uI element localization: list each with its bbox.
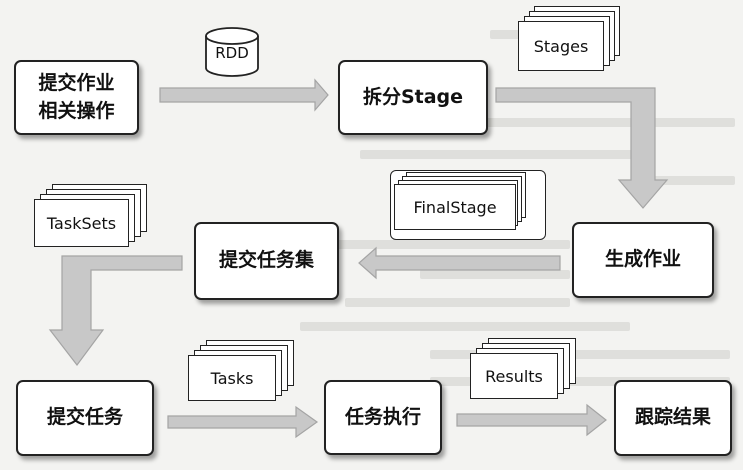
track-result-node: 跟踪结果	[614, 380, 732, 456]
arrow-execute-to-track	[456, 403, 607, 437]
rdd-cylinder-icon	[205, 27, 259, 77]
submit-job-label: 提交作业 相关操作	[38, 71, 115, 122]
arrow-split-to-generate	[495, 87, 669, 209]
tasksets-document-stack: TaskSets	[34, 184, 152, 254]
arrow-generate-to-taskset	[358, 246, 561, 280]
results-label: Results	[470, 353, 558, 399]
stages-label: Stages	[518, 21, 604, 71]
split-stage-node: 拆分Stage	[338, 60, 488, 135]
submit-job-node: 提交作业 相关操作	[14, 60, 139, 135]
generate-job-node: 生成作业	[572, 222, 714, 298]
tasks-label: Tasks	[188, 355, 276, 401]
rdd-label: RDD	[215, 44, 249, 62]
submit-task-node: 提交任务	[16, 380, 154, 456]
submit-taskset-label: 提交任务集	[218, 249, 314, 272]
arrow-taskset-to-task	[48, 255, 183, 366]
tasksets-label: TaskSets	[34, 199, 129, 247]
submit-taskset-node: 提交任务集	[194, 222, 339, 300]
task-execute-node: 任务执行	[324, 380, 442, 455]
final-stage-label: FinalStage	[394, 184, 516, 230]
track-result-label: 跟踪结果	[634, 406, 711, 429]
tasks-document-stack: Tasks	[188, 340, 298, 406]
stages-document-stack: Stages	[518, 6, 623, 76]
submit-task-label: 提交任务	[46, 406, 123, 429]
arrow-submit-to-split	[159, 78, 329, 112]
generate-job-label: 生成作业	[604, 248, 681, 271]
final-stage-scroll: FinalStage	[384, 166, 554, 246]
task-execute-label: 任务执行	[344, 405, 421, 428]
results-document-stack: Results	[470, 338, 580, 404]
arrow-task-to-execute	[167, 405, 319, 439]
split-stage-label: 拆分Stage	[362, 85, 464, 108]
